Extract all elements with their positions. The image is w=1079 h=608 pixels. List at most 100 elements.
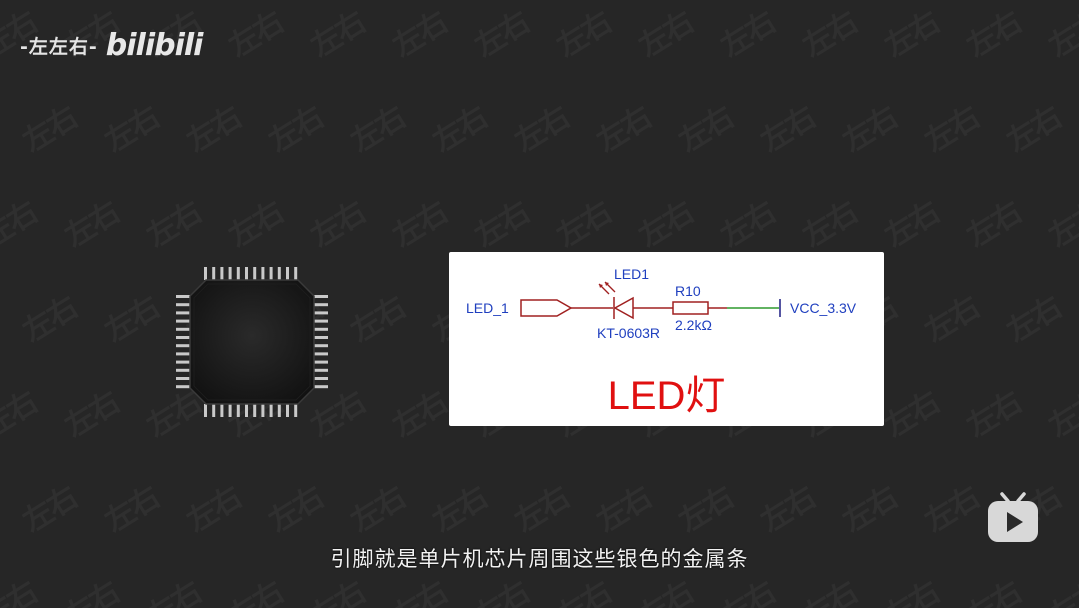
chip-pin bbox=[314, 295, 328, 298]
chip-pin bbox=[228, 404, 232, 417]
chip-pin bbox=[176, 311, 190, 315]
watermark-text: 左右 bbox=[550, 575, 617, 608]
chip-pin bbox=[314, 319, 328, 323]
watermark-text: 左右 bbox=[878, 575, 945, 608]
watermark-text: 左右 bbox=[383, 189, 454, 256]
chip-pin bbox=[269, 404, 273, 417]
watermark-text: 左右 bbox=[997, 94, 1068, 161]
watermark-text: 左右 bbox=[915, 284, 986, 351]
watermark-text: 左右 bbox=[1039, 0, 1079, 65]
watermark-text: 左右 bbox=[304, 575, 371, 608]
watermark-text: 左右 bbox=[465, 189, 536, 256]
watermark-text: 左右 bbox=[547, 189, 618, 256]
chip-pin bbox=[314, 327, 328, 331]
watermark-text: 左右 bbox=[751, 474, 822, 541]
chip-pin bbox=[176, 385, 190, 389]
resistor-value: 2.2kΩ bbox=[675, 317, 712, 333]
bilibili-logo-icon: bilibili bbox=[105, 28, 204, 63]
chip-pin bbox=[314, 336, 328, 339]
watermark-text: 左右 bbox=[714, 575, 781, 608]
watermark-text: 左右 bbox=[915, 474, 986, 541]
chip-pin bbox=[220, 404, 224, 417]
watermark-text: 左右 bbox=[960, 575, 1027, 608]
watermark-text: 左右 bbox=[547, 0, 618, 65]
chip-pin bbox=[314, 311, 328, 315]
watermark-text: 左右 bbox=[95, 94, 166, 161]
watermark-text: 左右 bbox=[669, 94, 740, 161]
watermark-text: 左右 bbox=[1042, 575, 1079, 608]
chip-pin bbox=[253, 267, 257, 280]
chip-pin bbox=[314, 344, 328, 348]
watermark-text: 左右 bbox=[833, 94, 904, 161]
chip-pin bbox=[261, 404, 265, 417]
watermark-text: 左右 bbox=[383, 0, 454, 65]
watermark-text: 左右 bbox=[833, 474, 904, 541]
watermark-text: 左右 bbox=[669, 474, 740, 541]
video-subtitle: 引脚就是单片机芯片周围这些银色的金属条 bbox=[330, 547, 749, 571]
watermark-text: 左右 bbox=[140, 575, 207, 608]
led-part-number: KT-0603R bbox=[597, 325, 661, 341]
watermark-text: 左右 bbox=[796, 575, 863, 608]
chip-pin bbox=[176, 377, 190, 380]
watermark-text: 左右 bbox=[13, 94, 84, 161]
chip-pin bbox=[236, 404, 240, 417]
channel-name: -左左右- bbox=[20, 36, 98, 58]
chip-pin bbox=[294, 267, 298, 280]
watermark-text: 左右 bbox=[423, 94, 494, 161]
watermark-text: 左右 bbox=[137, 189, 208, 256]
watermark-text: 左右 bbox=[95, 284, 166, 351]
watermark-text: 左右 bbox=[793, 0, 864, 65]
watermark-text: 左右 bbox=[55, 379, 126, 446]
watermark-text: 左右 bbox=[875, 189, 946, 256]
watermark-text: 左右 bbox=[632, 575, 699, 608]
watermark-text: 左右 bbox=[587, 474, 658, 541]
chip-pin bbox=[277, 267, 281, 280]
watermark-text: 左右 bbox=[259, 474, 330, 541]
watermark-text: 左右 bbox=[13, 284, 84, 351]
chip-pin bbox=[176, 336, 190, 339]
bilibili-tv-play-icon[interactable] bbox=[984, 490, 1042, 546]
schematic-caption: LED灯 bbox=[607, 374, 726, 418]
chip-pin bbox=[314, 385, 328, 389]
chip-pin bbox=[286, 404, 289, 417]
watermark-text: 左右 bbox=[875, 0, 946, 65]
watermark-text: 左右 bbox=[1039, 379, 1079, 446]
net-label-led1: LED_1 bbox=[466, 300, 509, 316]
chip-pin bbox=[277, 404, 281, 417]
watermark-text: 左右 bbox=[219, 0, 290, 65]
chip-pin bbox=[176, 319, 190, 323]
power-net-label: VCC_3.3V bbox=[790, 300, 857, 316]
watermark-text: 左右 bbox=[997, 284, 1068, 351]
watermark-text: 左右 bbox=[957, 379, 1028, 446]
watermark-text: 左右 bbox=[875, 379, 946, 446]
chip-pin bbox=[314, 360, 328, 364]
chip-pin bbox=[245, 404, 248, 417]
watermark-text: 左右 bbox=[587, 94, 658, 161]
watermark-text: 左右 bbox=[259, 94, 330, 161]
chip-pin bbox=[176, 360, 190, 364]
led-schematic-card: LED_1 LED1 KT-0603R R10 2.2kΩ VCC_3.3V L… bbox=[449, 252, 884, 426]
resistor-designator: R10 bbox=[675, 283, 701, 299]
chip-pin bbox=[286, 267, 289, 280]
chip-pin bbox=[176, 303, 190, 307]
chip-pin bbox=[176, 352, 190, 356]
led-circuit-diagram bbox=[520, 281, 781, 320]
chip-pin bbox=[294, 404, 298, 417]
watermark-text: 左右 bbox=[177, 94, 248, 161]
watermark-text: 左右 bbox=[957, 0, 1028, 65]
chip-pin bbox=[314, 368, 328, 372]
watermark-text: 左右 bbox=[383, 379, 454, 446]
watermark-text: 左右 bbox=[341, 284, 412, 351]
watermark-text: 左右 bbox=[301, 189, 372, 256]
watermark-text: 左右 bbox=[177, 474, 248, 541]
watermark-text: 左右 bbox=[0, 379, 43, 446]
chip-pin bbox=[245, 267, 248, 280]
watermark-text: 左右 bbox=[711, 189, 782, 256]
watermark-text: 左右 bbox=[55, 189, 126, 256]
watermark-text: 左右 bbox=[629, 189, 700, 256]
chip-pin bbox=[204, 404, 207, 417]
chip-pin bbox=[204, 267, 207, 280]
chip-pin bbox=[212, 404, 216, 417]
chip-pin bbox=[269, 267, 273, 280]
